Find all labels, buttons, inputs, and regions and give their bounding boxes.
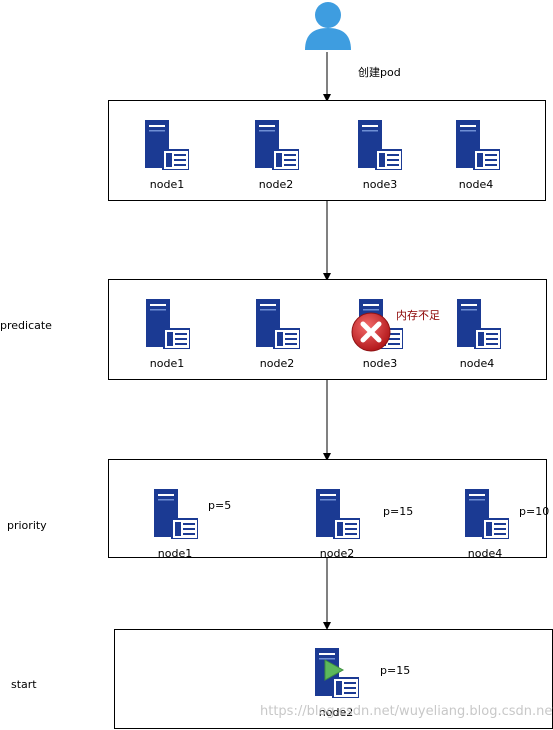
server-icon: [143, 120, 190, 171]
node-label: node2: [259, 357, 295, 370]
error-x-icon: [351, 312, 391, 352]
server-icon: [356, 120, 403, 171]
stage-label-start: start: [11, 678, 37, 691]
server-icon: [463, 489, 510, 540]
node-label: node3: [362, 357, 398, 370]
user-icon: [305, 2, 351, 50]
server-icon: [253, 120, 300, 171]
node-label: node4: [459, 357, 495, 370]
priority-score: p=15: [383, 505, 414, 518]
watermark: https://blog.csdn.net/wuyeliang.blog.csd…: [260, 704, 553, 719]
node-label: node2: [319, 547, 355, 560]
error-note: 内存不足: [396, 309, 440, 322]
server-icon: [152, 489, 199, 540]
node-label: node1: [149, 178, 185, 191]
node-label: node2: [258, 178, 294, 191]
server-icon: [254, 299, 301, 350]
node-label: node3: [362, 178, 398, 191]
node-label: node1: [157, 547, 193, 560]
play-icon: [324, 659, 345, 681]
node-label: node4: [458, 178, 494, 191]
stage-label-predicate: predicate: [0, 319, 52, 332]
node-label: node1: [149, 357, 185, 370]
stage-label-priority: priority: [7, 519, 47, 532]
priority-score: p=10: [519, 505, 550, 518]
node-label: node4: [467, 547, 503, 560]
create-pod-label: 创建pod: [358, 66, 401, 79]
server-icon: [454, 120, 501, 171]
server-icon: [455, 299, 502, 350]
priority-score: p=15: [380, 664, 411, 677]
node-label: node2: [318, 706, 354, 719]
priority-score: p=5: [208, 499, 232, 512]
server-icon: [314, 489, 361, 540]
server-icon: [144, 299, 191, 350]
